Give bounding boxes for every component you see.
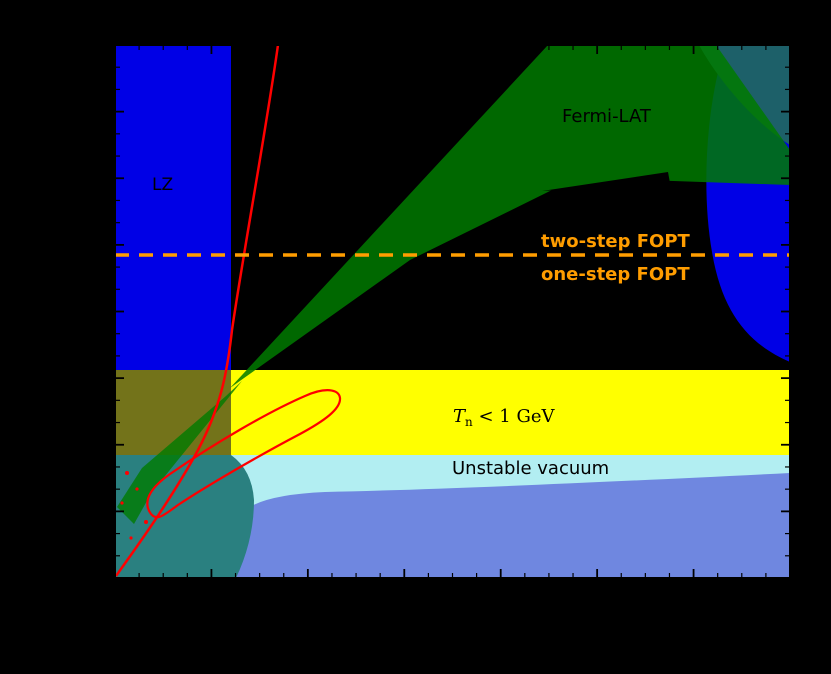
plot-frame [114,44,791,579]
red-contour-loop [146,389,342,519]
red-speckle [125,471,129,475]
fermi-lat-label: Fermi-LAT [562,106,652,127]
unstable-vacuum-label: Unstable vacuum [452,458,609,479]
tn-label-T: T [453,406,467,427]
red-speckle [129,536,133,540]
lz-region [115,45,231,370]
red-speckle [144,520,148,524]
red-speckle [120,501,124,505]
tn-label-rest: < 1 GeV [473,406,556,427]
tn-label-sub: n [465,415,473,429]
two-step-fopt-label: two-step FOPT [541,231,691,252]
red-exclusion-curve [114,44,280,577]
unstable-vacuum-band [115,455,790,537]
one-step-fopt-label: one-step FOPT [541,264,690,285]
fermi-lat-region [230,45,790,388]
red-speckles [120,471,148,540]
fermi-lat-tail [117,381,242,524]
lz-label: LZ [152,175,173,195]
red-speckle [135,487,139,491]
tn-label: Tn < 1 GeV [453,406,555,429]
wedge-notch [542,172,670,191]
